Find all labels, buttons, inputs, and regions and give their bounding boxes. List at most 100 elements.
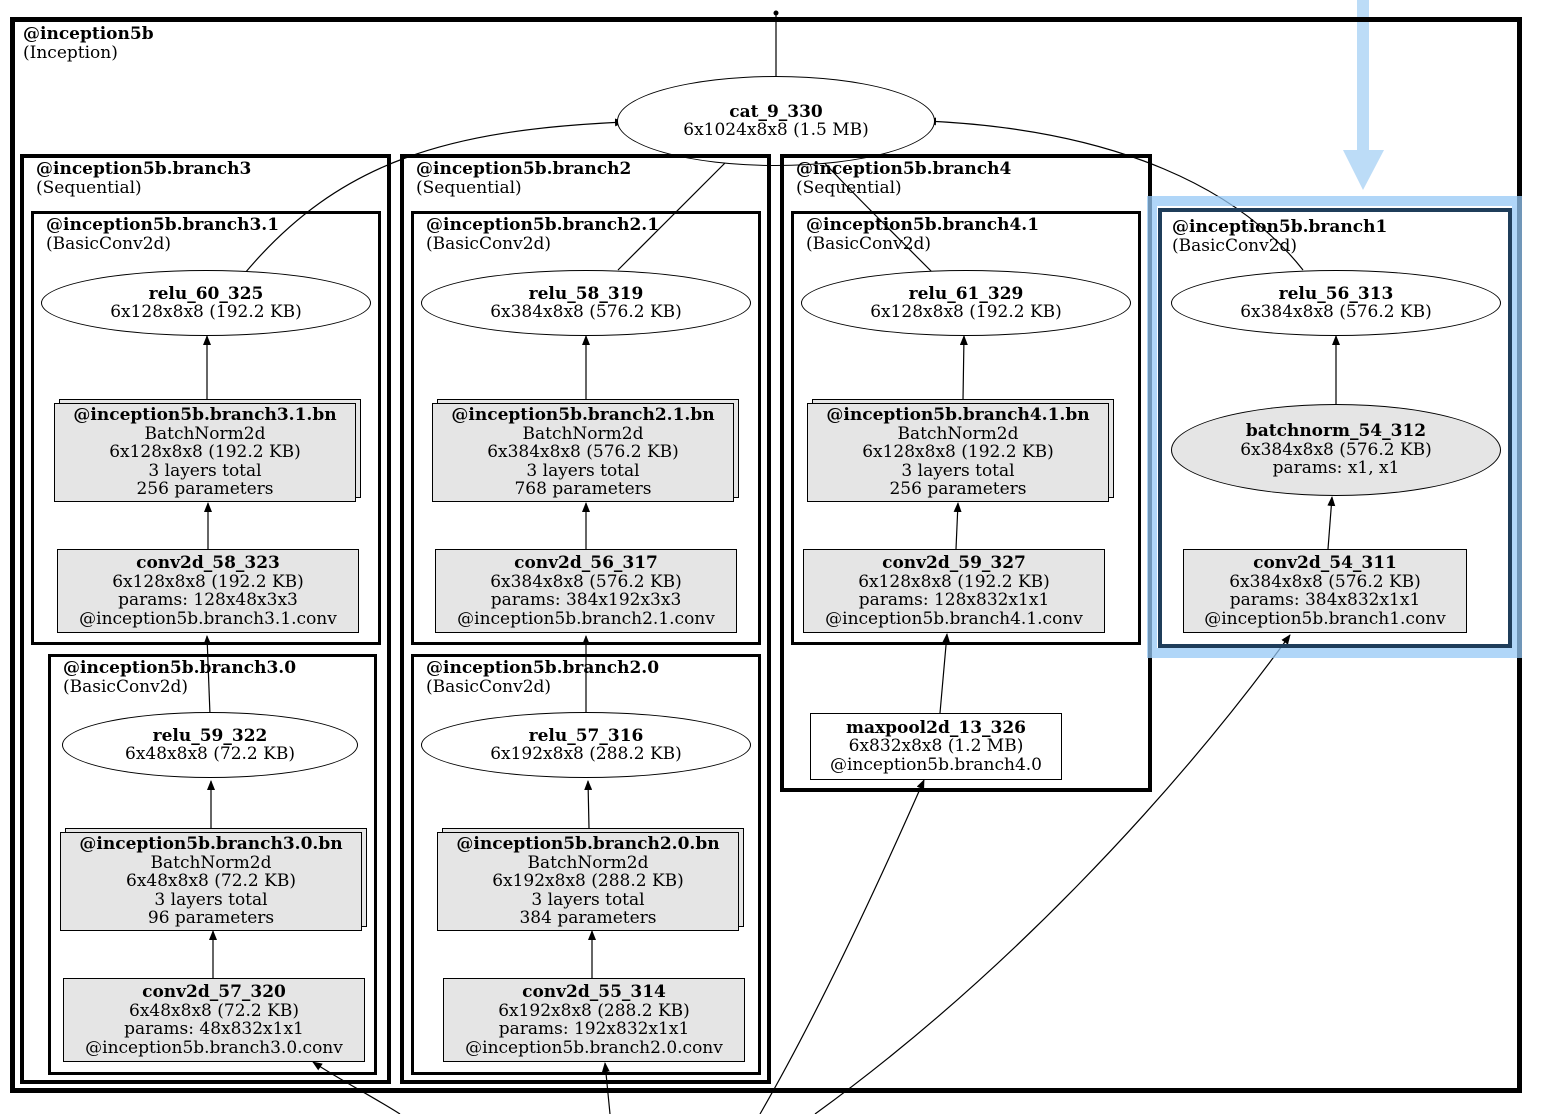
cluster-branch2-0: @inception5b.branch2.0 (BasicConv2d) <box>411 654 761 1075</box>
edge-conv54-bn54 <box>1327 496 1336 550</box>
cluster-branch2-title: @inception5b.branch2 <box>416 159 632 179</box>
node-bn-branch3-0-name: @inception5b.branch3.0.bn <box>79 834 343 855</box>
node-conv-54-params: params: 384x832x1x1 <box>1229 590 1421 610</box>
node-bn-branch4-1[interactable]: @inception5b.branch4.1.bn BatchNorm2d 6x… <box>807 403 1109 502</box>
edge-input-conv57 <box>312 1061 401 1114</box>
node-bn-branch3-1-layers: 3 layers total <box>148 460 262 481</box>
cluster-branch4-1-title: @inception5b.branch4.1 <box>806 215 1040 235</box>
cluster-inception5b-subtitle: (Inception) <box>23 43 118 63</box>
node-relu-57[interactable]: relu_57_316 6x192x8x8 (288.2 KB) <box>421 712 751 778</box>
cluster-branch4-title: @inception5b.branch4 <box>796 159 1012 179</box>
node-relu-56-name: relu_56_313 <box>1278 283 1394 304</box>
node-conv-58-module: @inception5b.branch3.1.conv <box>79 608 337 629</box>
node-relu-56-shape: 6x384x8x8 (576.2 KB) <box>1240 302 1432 322</box>
node-conv-55-params: params: 192x832x1x1 <box>498 1019 690 1039</box>
cluster-branch2-0-subtitle: (BasicConv2d) <box>426 677 552 697</box>
node-conv-57-shape: 6x48x8x8 (72.2 KB) <box>129 1000 299 1021</box>
node-bn-branch2-1-layers: 3 layers total <box>526 460 640 481</box>
cluster-branch2-1-subtitle: (BasicConv2d) <box>426 234 552 254</box>
node-conv-55[interactable]: conv2d_55_314 6x192x8x8 (288.2 KB) param… <box>443 978 745 1062</box>
cluster-branch4-label: @inception5b.branch4 (Sequential) <box>796 160 1011 198</box>
cluster-branch3: @inception5b.branch3 (Sequential) <box>20 154 391 1084</box>
node-conv-55-shape: 6x192x8x8 (288.2 KB) <box>498 1000 690 1021</box>
edge-pool-conv59 <box>939 633 951 714</box>
cluster-branch2-1-title: @inception5b.branch2.1 <box>426 215 660 235</box>
cluster-inception5b-label: @inception5b (Inception) <box>23 25 154 63</box>
node-relu-56[interactable]: relu_56_313 6x384x8x8 (576.2 KB) <box>1171 270 1501 336</box>
node-bn-branch3-0[interactable]: @inception5b.branch3.0.bn BatchNorm2d 6x… <box>60 832 362 931</box>
node-bn-branch4-1-name: @inception5b.branch4.1.bn <box>826 405 1090 426</box>
cluster-branch2-1: @inception5b.branch2.1 (BasicConv2d) <box>411 211 761 645</box>
node-conv-54[interactable]: conv2d_54_311 6x384x8x8 (576.2 KB) param… <box>1183 549 1467 633</box>
node-bn-branch2-0-params: 384 parameters <box>519 908 657 929</box>
node-conv-58[interactable]: conv2d_58_323 6x128x8x8 (192.2 KB) param… <box>57 549 359 633</box>
node-relu-57-shape: 6x192x8x8 (288.2 KB) <box>490 744 682 764</box>
node-bn-branch2-0-shape: 6x192x8x8 (288.2 KB) <box>492 871 684 892</box>
node-bn-branch4-1-layers: 3 layers total <box>901 460 1015 481</box>
node-bn-branch3-1[interactable]: @inception5b.branch3.1.bn BatchNorm2d 6x… <box>54 403 356 502</box>
edge-relu59-conv58 <box>203 635 212 716</box>
node-bn-branch2-0-type: BatchNorm2d <box>527 852 649 873</box>
edge-bn41-relu61 <box>959 335 968 401</box>
node-bn-branch2-0-name: @inception5b.branch2.0.bn <box>456 834 720 855</box>
cluster-branch4-1-subtitle: (BasicConv2d) <box>806 234 932 254</box>
node-conv-59-params: params: 128x832x1x1 <box>858 590 1050 610</box>
node-cat[interactable]: cat_9_330 6x1024x8x8 (1.5 MB) <box>617 76 935 166</box>
cluster-branch2-1-label: @inception5b.branch2.1 (BasicConv2d) <box>426 216 659 254</box>
node-bn-branch2-0[interactable]: @inception5b.branch2.0.bn BatchNorm2d 6x… <box>437 832 739 931</box>
node-maxpool-13[interactable]: maxpool2d_13_326 6x832x8x8 (1.2 MB) @inc… <box>810 713 1062 780</box>
edge-bn20-relu57 <box>584 780 593 829</box>
node-maxpool-13-name: maxpool2d_13_326 <box>845 717 1027 738</box>
node-batchnorm-54-name: batchnorm_54_312 <box>1245 421 1427 442</box>
node-conv-56-shape: 6x384x8x8 (576.2 KB) <box>490 571 682 592</box>
node-conv-54-module: @inception5b.branch1.conv <box>1204 608 1446 629</box>
node-conv-54-shape: 6x384x8x8 (576.2 KB) <box>1229 571 1421 592</box>
node-relu-59-name: relu_59_322 <box>152 725 268 746</box>
node-bn-branch2-1[interactable]: @inception5b.branch2.1.bn BatchNorm2d 6x… <box>432 403 734 502</box>
highlight-arrow-icon <box>1343 0 1384 190</box>
node-batchnorm-54-shape: 6x384x8x8 (576.2 KB) <box>1240 439 1432 460</box>
node-relu-61[interactable]: relu_61_329 6x128x8x8 (192.2 KB) <box>801 270 1131 336</box>
node-bn-branch3-1-shape: 6x128x8x8 (192.2 KB) <box>109 442 301 463</box>
cluster-branch1-subtitle: (BasicConv2d) <box>1172 236 1298 256</box>
node-conv-57-name: conv2d_57_320 <box>142 982 286 1002</box>
node-maxpool-13-module: @inception5b.branch4.0 <box>829 754 1042 775</box>
node-relu-60[interactable]: relu_60_325 6x128x8x8 (192.2 KB) <box>41 270 371 336</box>
edge-relu60-cat <box>244 118 625 274</box>
node-bn-branch3-0-layers: 3 layers total <box>154 889 268 910</box>
cluster-branch3-label: @inception5b.branch3 (Sequential) <box>36 160 251 198</box>
cluster-branch4-1-label: @inception5b.branch4.1 (BasicConv2d) <box>806 216 1039 254</box>
node-relu-61-name: relu_61_329 <box>908 283 1024 304</box>
node-relu-57-name: relu_57_316 <box>528 725 644 746</box>
cluster-branch2-label: @inception5b.branch2 (Sequential) <box>416 160 631 198</box>
cluster-branch2-subtitle: (Sequential) <box>416 178 522 198</box>
node-conv-58-params: params: 128x48x3x3 <box>118 590 298 610</box>
node-relu-58[interactable]: relu_58_319 6x384x8x8 (576.2 KB) <box>421 270 751 336</box>
edge-conv59-bn41 <box>953 502 962 550</box>
cluster-branch1: @inception5b.branch1 (BasicConv2d) <box>1158 208 1512 648</box>
edge-relu56-cat <box>926 117 1304 271</box>
node-conv-57[interactable]: conv2d_57_320 6x48x8x8 (72.2 KB) params:… <box>63 978 365 1062</box>
node-relu-59[interactable]: relu_59_322 6x48x8x8 (72.2 KB) <box>62 712 358 778</box>
cluster-branch4-subtitle: (Sequential) <box>796 178 902 198</box>
node-conv-58-name: conv2d_58_323 <box>136 553 280 573</box>
node-cat-shape: 6x1024x8x8 (1.5 MB) <box>683 120 869 140</box>
node-batchnorm-54-params: params: x1, x1 <box>1272 458 1400 479</box>
node-conv-57-params: params: 48x832x1x1 <box>124 1019 304 1039</box>
cluster-branch3-title: @inception5b.branch3 <box>36 159 252 179</box>
node-relu-60-name: relu_60_325 <box>148 283 264 304</box>
node-conv-57-module: @inception5b.branch3.0.conv <box>85 1037 343 1058</box>
edge-relu58-cat <box>617 142 746 271</box>
node-batchnorm-54[interactable]: batchnorm_54_312 6x384x8x8 (576.2 KB) pa… <box>1171 404 1501 496</box>
cluster-branch2-0-title: @inception5b.branch2.0 <box>426 658 660 678</box>
node-bn-branch2-1-params: 768 parameters <box>514 479 652 500</box>
cluster-branch3-1-label: @inception5b.branch3.1 (BasicConv2d) <box>46 216 279 254</box>
node-bn-branch4-1-params: 256 parameters <box>889 479 1027 500</box>
node-conv-56[interactable]: conv2d_56_317 6x384x8x8 (576.2 KB) param… <box>435 549 737 633</box>
node-cat-name: cat_9_330 <box>729 101 823 122</box>
node-conv-59[interactable]: conv2d_59_327 6x128x8x8 (192.2 KB) param… <box>803 549 1105 633</box>
cluster-branch3-1: @inception5b.branch3.1 (BasicConv2d) <box>31 211 381 645</box>
node-conv-59-shape: 6x128x8x8 (192.2 KB) <box>858 571 1050 592</box>
node-bn-branch2-1-name: @inception5b.branch2.1.bn <box>451 405 715 426</box>
